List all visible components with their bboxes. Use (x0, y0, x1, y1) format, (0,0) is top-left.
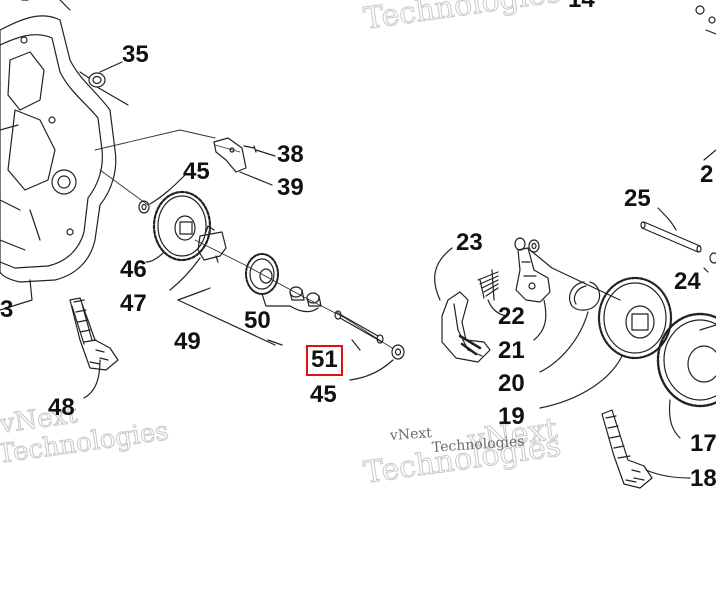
callout-50[interactable]: 50 (244, 307, 271, 334)
part-45-washer-lower (349, 344, 405, 381)
part-24-washer (703, 252, 716, 273)
callout-18[interactable]: 18 (690, 465, 716, 492)
callout-22[interactable]: 22 (498, 303, 525, 330)
part-17-gear (656, 312, 716, 439)
part-18-chain (601, 409, 691, 489)
callout-38[interactable]: 38 (277, 141, 304, 168)
part-35-seal (79, 61, 129, 106)
callout-25[interactable]: 25 (624, 185, 651, 212)
callout-35[interactable]: 35 (122, 41, 149, 68)
callout-21[interactable]: 21 (498, 337, 525, 364)
part-46-sprocket (145, 190, 212, 263)
part-20-ring (539, 281, 601, 373)
part-23-cover (434, 247, 491, 363)
callout-20[interactable]: 20 (498, 370, 525, 397)
part-51-pin (334, 310, 384, 351)
callout-2-partial[interactable]: 2 (700, 161, 714, 188)
part-50-gear (245, 253, 322, 313)
engine-case-housing (0, 0, 117, 311)
callout-49[interactable]: 49 (174, 328, 201, 355)
callout-19[interactable]: 19 (498, 403, 525, 430)
callout-17[interactable]: 17 (690, 430, 716, 457)
part-48-chain (69, 297, 119, 399)
callout-45-lower[interactable]: 45 (310, 381, 337, 408)
callout-23[interactable]: 23 (456, 229, 483, 256)
bracket-49 (177, 287, 283, 346)
callout-13-partial[interactable]: 3 (0, 296, 14, 323)
callout-14[interactable]: 14 (568, 0, 595, 12)
callout-45[interactable]: 45 (183, 158, 210, 185)
part-21-lever (514, 237, 621, 341)
part-38-39-lever (213, 137, 276, 186)
part-19-gear (539, 276, 673, 409)
callout-24[interactable]: 24 (674, 268, 701, 295)
callout-47[interactable]: 47 (120, 290, 147, 317)
callout-39[interactable]: 39 (277, 174, 304, 201)
part-47-ratchet (169, 225, 227, 291)
top-right-fragment (695, 5, 716, 331)
callout-46[interactable]: 46 (120, 256, 147, 283)
part-22-spring (477, 269, 507, 317)
callout-51-highlighted[interactable]: 51 (306, 345, 343, 376)
part-25-rod (640, 207, 702, 253)
callout-48[interactable]: 48 (48, 394, 75, 421)
part-45-washer-upper (138, 174, 186, 214)
